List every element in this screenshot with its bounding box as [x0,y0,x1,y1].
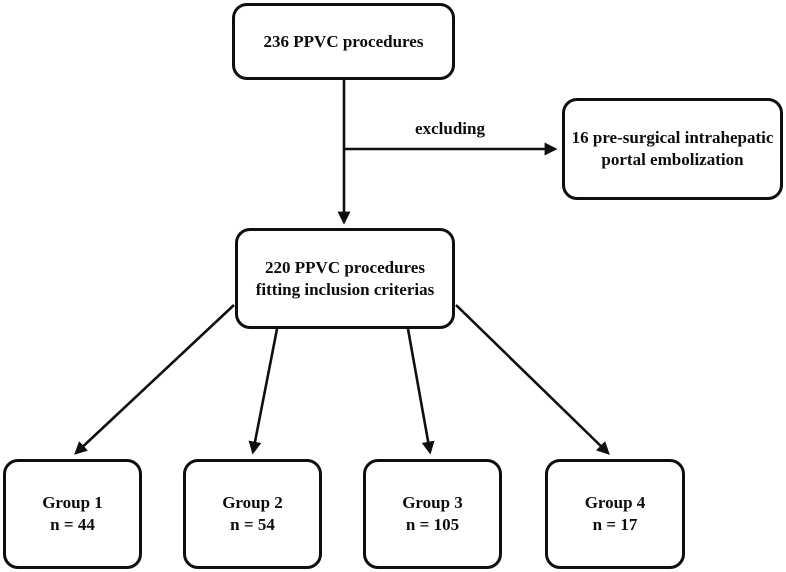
node-group4-title: Group 4 [584,493,646,512]
node-group1-title: Group 1 [42,493,103,512]
node-total-procedures: 236 PPVC procedures [232,3,455,80]
arrow-included-to-group3 [406,328,435,455]
arrow-included-to-group4 [455,304,610,455]
node-included-procedures: 220 PPVC procedures fitting inclusion cr… [235,228,455,329]
node-group1: Group 1 n = 44 [3,459,142,569]
node-included-line1: 220 PPVC procedures [265,257,425,277]
arrow-included-to-group2 [248,328,279,455]
node-group3: Group 3 n = 105 [363,459,502,569]
node-included-line2: fitting inclusion criterias [255,279,435,299]
node-group1-count: n = 44 [50,515,95,534]
node-group2-title: Group 2 [222,493,283,512]
node-group4: Group 4 n = 17 [545,459,685,569]
node-excluded-line2: portal embolization [601,150,744,169]
edge-label-excluding: excluding [415,119,485,138]
node-group3-title: Group 3 [402,493,463,512]
node-group3-count: n = 105 [405,515,460,534]
node-group2-count: n = 54 [230,515,275,534]
node-total-procedures-text: 236 PPVC procedures [263,31,424,51]
node-group2: Group 2 n = 54 [183,459,322,569]
node-group4-count: n = 17 [592,515,638,534]
node-excluded-embolization: 16 pre-surgical intrahepatic portal embo… [562,98,783,200]
arrow-included-to-group1 [74,304,235,455]
node-excluded-line1: 16 pre-surgical intrahepatic [571,128,774,147]
